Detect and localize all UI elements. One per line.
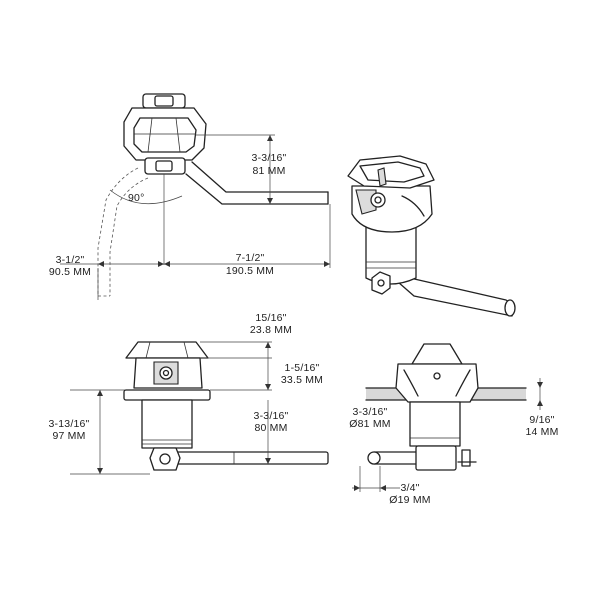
- deck-thickness-imperial: 9/16": [529, 414, 555, 426]
- upper-body-metric: 33.5 MM: [280, 374, 324, 386]
- body-height-imperial: 3-3/16": [253, 410, 289, 422]
- front-elevation: [70, 341, 329, 475]
- isometric-view: [347, 155, 516, 317]
- diameter-body-imperial: 3-3/16": [352, 406, 388, 418]
- angle-label: 90°: [128, 192, 145, 204]
- left-offset-metric: 90.5 MM: [48, 266, 92, 278]
- pipe-length-metric: 190.5 MM: [225, 265, 275, 277]
- left-offset-imperial: 3-1/2": [55, 254, 85, 266]
- body-height-metric: 80 MM: [254, 422, 288, 434]
- height-top-metric: 81 MM: [252, 165, 286, 177]
- upper-body-imperial: 1-5/16": [284, 362, 320, 374]
- top-view: [60, 93, 331, 300]
- overall-height-metric: 97 MM: [52, 430, 86, 442]
- height-top-imperial: 3-3/16": [251, 152, 287, 164]
- cap-height-metric: 23.8 MM: [249, 324, 293, 336]
- overall-height-imperial: 3-13/16": [48, 418, 90, 430]
- pipe-length-imperial: 7-1/2": [235, 252, 265, 264]
- diameter-body-metric: Ø81 MM: [349, 418, 391, 430]
- deck-thickness-metric: 14 MM: [525, 426, 559, 438]
- cap-height-imperial: 15/16": [255, 312, 287, 324]
- pipe-diameter-metric: Ø19 MM: [389, 494, 431, 506]
- section-view: [352, 343, 543, 492]
- pipe-diameter-imperial: 3/4": [400, 482, 420, 494]
